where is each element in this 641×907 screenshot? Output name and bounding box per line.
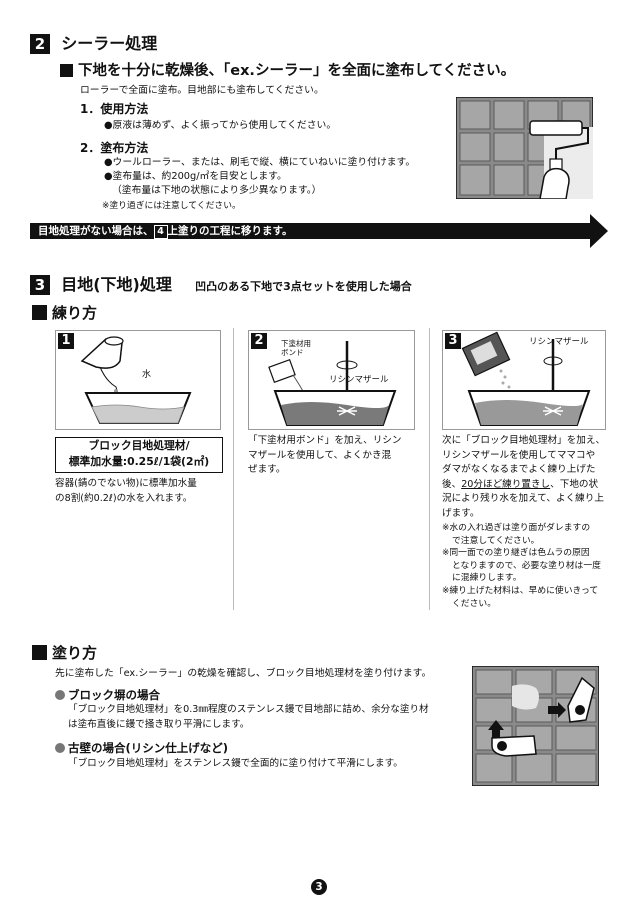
trowel-illustration — [472, 666, 599, 786]
sec3-number: 3 — [30, 275, 50, 295]
sec3-title: 目地(下地)処理 — [61, 275, 172, 294]
sec2-step2-note: ※塗り過ぎには注意してください。 — [102, 201, 241, 211]
column-divider — [429, 328, 430, 610]
circle-bullet-icon — [55, 690, 65, 700]
sec2-number: 2 — [30, 34, 50, 54]
mix-step3-panel: 3 リシンマザール — [442, 330, 606, 430]
block-wall-line1: 「ブロック目地処理材」を0.3㎜程度のステンレス鏝で目地部に詰め、余分な塗り材 — [68, 704, 429, 715]
sec3-heading: 3 目地(下地)処理 凹凸のある下地で3点セットを使用した場合 — [30, 275, 412, 297]
mix-step2-number: 2 — [251, 333, 267, 349]
sec2-intro: ローラーで全面に塗布。目地部にも塗布してください。 — [80, 85, 324, 96]
mix-ratio-box: ブロック目地処理材/ 標準加水量:0.25ℓ/1袋(2㎡) — [55, 437, 223, 473]
old-wall-heading: 古壁の場合(リシン仕上げなど) — [55, 740, 228, 756]
old-wall-line1: 「ブロック目地処理材」をステンレス鏝で全面的に塗り付けて平滑にします。 — [68, 758, 403, 769]
sec2-step2-line1: ●ウールローラー、または、刷毛で縦、横にていねいに塗り付けます。 — [104, 157, 416, 168]
sec2-headline: 下地を十分に乾燥後、「ex.シーラー」を全面に塗布してください。 — [60, 61, 515, 81]
block-wall-heading: ブロック塀の場合 — [55, 687, 160, 703]
sec2-step1-title: 1．使用方法 — [80, 102, 149, 116]
sec2-step1-text: ●原液は薄めず、よく振ってから使用してください。 — [104, 120, 337, 131]
square-bullet-icon — [60, 64, 73, 77]
apply-heading: 塗り方 — [32, 643, 97, 663]
page-number: 3 — [311, 879, 327, 895]
sec2-step2-line3: （塗布量は下地の状態により多少異なります。） — [112, 185, 322, 196]
sec3-subtitle: 凹凸のある下地で3点セットを使用した場合 — [195, 280, 412, 293]
mix-step1-panel: 1 水 — [55, 330, 221, 430]
label-water: 水 — [142, 370, 152, 380]
mix-step2-panel: 2 下塗材用 ボンド リシンマザール — [248, 330, 415, 430]
mix-heading: 練り方 — [32, 303, 97, 323]
label-mixer: リシンマザール — [329, 375, 389, 385]
column-divider — [233, 328, 234, 610]
block-wall-line2: は塗布直後に鏝で掻き取り平滑にします。 — [68, 719, 250, 730]
mix-step3-notes: ※水の入れ過ぎは塗り面がダレますの で注意してください。 ※同一面での塗り継ぎは… — [442, 523, 601, 609]
roller-illustration — [456, 97, 593, 199]
arrow-banner-shape — [30, 214, 608, 248]
square-bullet-icon — [32, 645, 47, 660]
mix-step1-text: 容器(錆のでない物)に標準加水量 の8割(約0.2ℓ)の水を入れます。 — [55, 478, 197, 504]
label-mixer: リシンマザール — [529, 337, 589, 347]
bond-bucket-illustration — [268, 341, 397, 426]
circle-bullet-icon — [55, 743, 65, 753]
mix-step2-text: 「下塗材用ボンド」を加え、リシン マザールを使用して、よくかき混 ぜます。 — [248, 435, 402, 475]
emphasis-underline: 20分ほど練り置きし — [461, 478, 551, 490]
sec2-step2-title: 2．塗布方法 — [80, 141, 149, 155]
sec2-step2-line2: ●塗布量は、約200g/㎡を目安とします。 — [104, 171, 287, 182]
sec2-heading: 2 シーラー処理 — [30, 34, 157, 54]
material-bucket-illustration — [461, 331, 591, 426]
apply-intro: 先に塗布した「ex.シーラー」の乾燥を確認し、ブロック目地処理材を塗り付けます。 — [55, 668, 432, 679]
square-bullet-icon — [32, 305, 47, 320]
mix-step3-text: 次に「ブロック目地処理材」を加え、 リシンマザールを使用してママコや ダマがなく… — [442, 435, 606, 519]
water-bucket-illustration — [80, 336, 192, 424]
label-bond: 下塗材用 ボンド — [281, 339, 311, 357]
mix-step1-number: 1 — [58, 333, 74, 349]
banner-step-number: 4 — [153, 225, 168, 239]
sec2-title: シーラー処理 — [61, 34, 158, 53]
mix-step3-number: 3 — [445, 333, 461, 349]
